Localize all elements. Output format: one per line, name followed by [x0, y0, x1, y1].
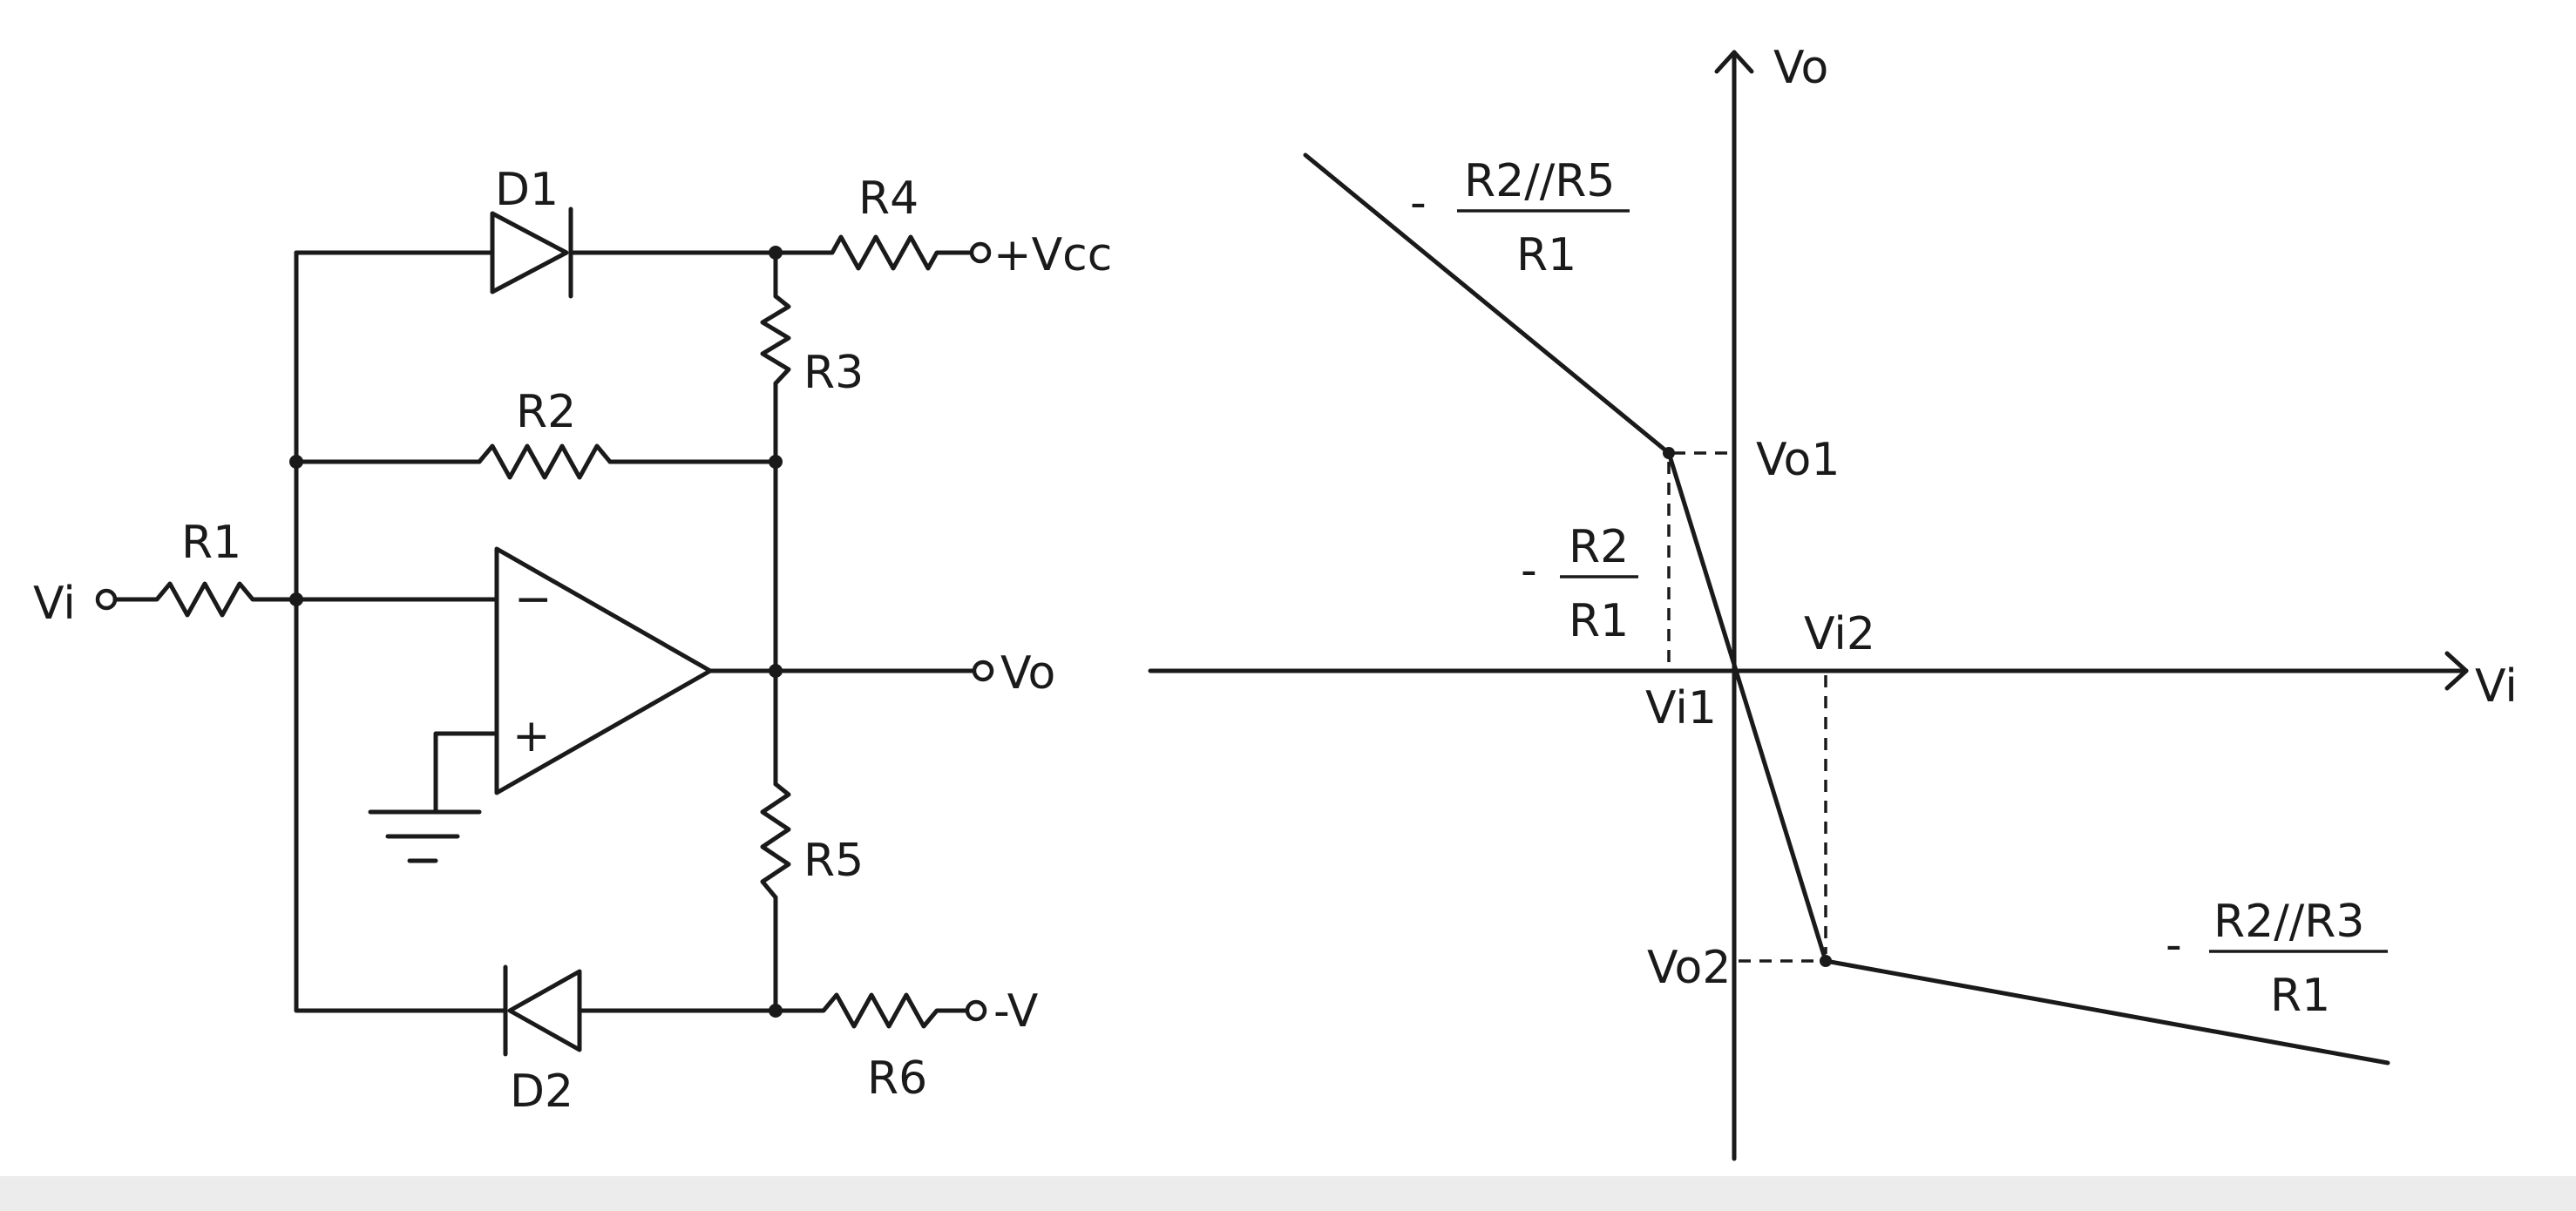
- vcc-label: +Vcc: [993, 229, 1112, 281]
- breakpoint-vo2: [1820, 955, 1832, 967]
- r6-label: R6: [867, 1052, 927, 1105]
- junction-dot: [769, 1004, 783, 1018]
- vi1-label: Vi1: [1645, 682, 1717, 734]
- r1-label: R1: [181, 517, 241, 569]
- slope-middle-sign: -: [1521, 545, 1537, 597]
- scan-edge: [0, 1176, 2576, 1211]
- transfer-characteristic: Vi Vo Vo1 Vi1 Vi2 Vo2 - R2//R5 R1 - R2 R…: [1148, 42, 2518, 1161]
- slope-middle-numerator: R2: [1569, 521, 1629, 573]
- resistor-r1: [112, 581, 299, 618]
- resistor-r5: [760, 781, 791, 900]
- inverting-input-sign: −: [514, 573, 552, 626]
- resistor-r4: [773, 234, 974, 271]
- y-axis-label: Vo: [1773, 42, 1828, 94]
- neg-supply-label: -V: [993, 985, 1039, 1038]
- vo-terminal: [972, 660, 994, 682]
- d2-label: D2: [510, 1066, 573, 1118]
- circuit-schematic: − +: [33, 164, 1112, 1118]
- slope-middle-denominator: R1: [1569, 595, 1629, 647]
- diode-d1: [294, 206, 778, 299]
- r3-label: R3: [803, 347, 864, 399]
- slope-upper-denominator: R1: [1516, 229, 1576, 281]
- slope-upper-numerator: R2//R5: [1464, 155, 1615, 207]
- r4-label: R4: [858, 173, 919, 225]
- slope-upper-sign: -: [1410, 177, 1427, 229]
- vcc-terminal: [969, 241, 992, 264]
- y-axis-arrowhead: [1714, 50, 1754, 74]
- vo2-label: Vo2: [1647, 942, 1731, 994]
- slope-lower-denominator: R1: [2270, 970, 2330, 1022]
- d1-label: D1: [495, 164, 559, 216]
- vo1-label: Vo1: [1756, 434, 1840, 486]
- ground-symbol: [368, 731, 499, 863]
- vi-input-label: Vi: [33, 578, 76, 630]
- resistor-r2: [294, 443, 778, 480]
- r2-label: R2: [516, 386, 576, 438]
- junction-dot: [289, 455, 303, 469]
- diode-d2: [294, 964, 778, 1057]
- x-axis-label: Vi: [2475, 660, 2518, 713]
- slope-lower-numerator: R2//R3: [2213, 896, 2364, 948]
- junction-dot: [289, 592, 303, 606]
- vi2-label: Vi2: [1804, 608, 1875, 660]
- junction-dot: [769, 455, 783, 469]
- junction-dot: [769, 664, 783, 678]
- neg-supply-terminal: [965, 999, 987, 1022]
- x-axis-arrowhead: [2444, 651, 2469, 691]
- r5-label: R5: [803, 835, 864, 887]
- resistor-r3: [760, 294, 791, 386]
- slope-lower-sign: -: [2166, 919, 2182, 971]
- transfer-curve-line: [1303, 152, 2390, 1066]
- slope-lower-annotation: - R2//R3 R1: [2166, 896, 2388, 1022]
- vo-output-label: Vo: [1000, 647, 1055, 700]
- op-amp: − +: [294, 546, 977, 795]
- breakpoint-vo1: [1663, 447, 1675, 459]
- vi-terminal: [95, 588, 118, 611]
- slope-middle-annotation: - R2 R1: [1521, 521, 1638, 647]
- noninverting-input-sign: +: [512, 710, 551, 762]
- slope-upper-annotation: - R2//R5 R1: [1410, 155, 1630, 281]
- junction-dot: [769, 246, 783, 260]
- resistor-r6: [773, 992, 970, 1029]
